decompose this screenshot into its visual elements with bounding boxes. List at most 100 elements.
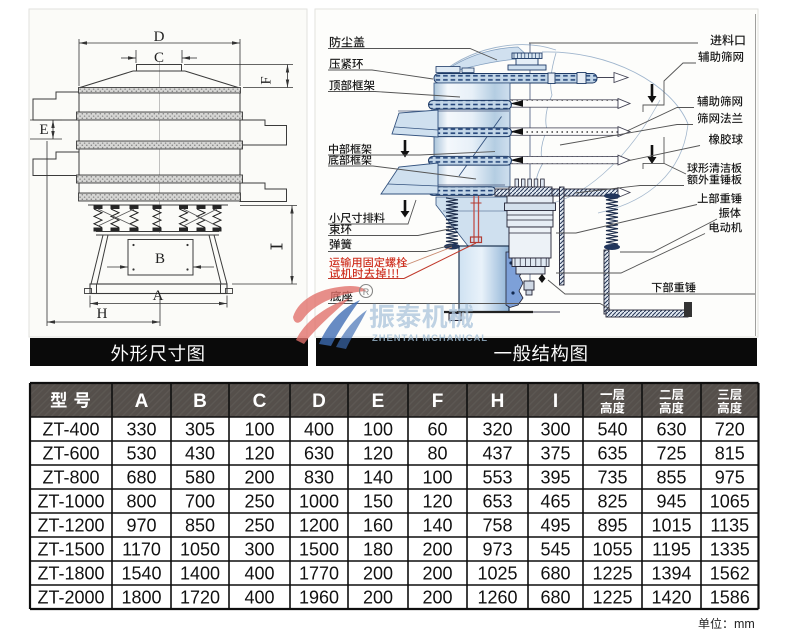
svg-text:973: 973 <box>482 539 512 559</box>
svg-text:1000: 1000 <box>299 491 339 511</box>
svg-text:300: 300 <box>244 539 274 559</box>
svg-text:680: 680 <box>126 467 156 487</box>
svg-text:400: 400 <box>244 587 274 607</box>
svg-text:200: 200 <box>363 587 393 607</box>
svg-text:945: 945 <box>656 491 686 511</box>
svg-text:D: D <box>312 391 326 412</box>
svg-text:680: 680 <box>540 587 570 607</box>
svg-text:400: 400 <box>304 419 334 439</box>
svg-text:mm: mm <box>734 617 755 631</box>
svg-text:1200: 1200 <box>299 515 339 535</box>
svg-text:250: 250 <box>244 515 274 535</box>
svg-text:D: D <box>154 29 165 45</box>
svg-text:140: 140 <box>422 515 452 535</box>
svg-text:A: A <box>135 391 149 412</box>
svg-text:ZT-1200: ZT-1200 <box>37 515 104 535</box>
svg-text:60: 60 <box>427 419 447 439</box>
svg-text:100: 100 <box>422 467 452 487</box>
svg-text:I: I <box>553 391 558 412</box>
svg-text:1260: 1260 <box>477 587 517 607</box>
svg-text:437: 437 <box>482 443 512 463</box>
svg-text:B: B <box>193 391 207 412</box>
svg-text:735: 735 <box>597 467 627 487</box>
svg-text:630: 630 <box>304 443 334 463</box>
svg-text:1586: 1586 <box>710 587 750 607</box>
svg-text:825: 825 <box>597 491 627 511</box>
svg-text:250: 250 <box>244 491 274 511</box>
svg-text:1540: 1540 <box>121 563 161 583</box>
svg-text:ZT-1800: ZT-1800 <box>37 563 104 583</box>
svg-text:300: 300 <box>540 419 570 439</box>
svg-text:725: 725 <box>656 443 686 463</box>
svg-text:320: 320 <box>482 419 512 439</box>
svg-text:H: H <box>97 306 108 322</box>
svg-text:395: 395 <box>540 467 570 487</box>
svg-text:1770: 1770 <box>299 563 339 583</box>
svg-text:200: 200 <box>422 563 452 583</box>
svg-text:ZT-600: ZT-600 <box>42 443 99 463</box>
svg-text:465: 465 <box>540 491 570 511</box>
svg-text:ZT-1500: ZT-1500 <box>37 539 104 559</box>
svg-text:530: 530 <box>126 443 156 463</box>
svg-text:1720: 1720 <box>180 587 220 607</box>
svg-text:330: 330 <box>126 419 156 439</box>
svg-text:580: 580 <box>185 467 215 487</box>
svg-text:F: F <box>432 391 444 412</box>
svg-text:495: 495 <box>540 515 570 535</box>
svg-text:B: B <box>155 251 165 267</box>
svg-text:630: 630 <box>656 419 686 439</box>
svg-text:200: 200 <box>422 587 452 607</box>
svg-text:E: E <box>39 122 48 138</box>
svg-text:H: H <box>491 391 505 412</box>
svg-text:680: 680 <box>540 563 570 583</box>
svg-text:540: 540 <box>597 419 627 439</box>
svg-text:1394: 1394 <box>651 563 691 583</box>
svg-text:100: 100 <box>363 419 393 439</box>
svg-text:E: E <box>372 391 385 412</box>
svg-text:ZT-800: ZT-800 <box>42 467 99 487</box>
svg-text:700: 700 <box>185 491 215 511</box>
svg-text:1015: 1015 <box>651 515 691 535</box>
svg-text:160: 160 <box>363 515 393 535</box>
svg-text:200: 200 <box>244 467 274 487</box>
svg-text:200: 200 <box>422 539 452 559</box>
svg-text:F: F <box>259 76 275 84</box>
svg-text:1500: 1500 <box>299 539 339 559</box>
svg-text:1135: 1135 <box>710 515 749 535</box>
svg-text:1800: 1800 <box>121 587 161 607</box>
svg-text:855: 855 <box>656 467 686 487</box>
svg-text:80: 80 <box>427 443 447 463</box>
svg-text:800: 800 <box>126 491 156 511</box>
svg-text:430: 430 <box>185 443 215 463</box>
svg-text:1225: 1225 <box>592 563 632 583</box>
svg-text:A: A <box>153 288 164 304</box>
svg-text:720: 720 <box>715 419 745 439</box>
svg-text:1400: 1400 <box>180 563 220 583</box>
svg-text:1055: 1055 <box>592 539 632 559</box>
svg-text:1170: 1170 <box>122 539 161 559</box>
svg-text:635: 635 <box>597 443 627 463</box>
svg-text:653: 653 <box>482 491 512 511</box>
svg-text:120: 120 <box>244 443 274 463</box>
svg-text:400: 400 <box>244 563 274 583</box>
svg-text:758: 758 <box>482 515 512 535</box>
svg-text:815: 815 <box>715 443 745 463</box>
svg-text:1420: 1420 <box>651 587 691 607</box>
svg-text:ZT-2000: ZT-2000 <box>37 587 104 607</box>
svg-text:970: 970 <box>126 515 156 535</box>
svg-text:C: C <box>154 50 164 66</box>
svg-text:1225: 1225 <box>592 587 632 607</box>
svg-text:895: 895 <box>597 515 627 535</box>
svg-text:180: 180 <box>363 539 393 559</box>
svg-text:120: 120 <box>422 491 452 511</box>
svg-text:1050: 1050 <box>180 539 220 559</box>
svg-text:305: 305 <box>185 419 215 439</box>
svg-text:830: 830 <box>304 467 334 487</box>
svg-text:375: 375 <box>540 443 570 463</box>
svg-text:1065: 1065 <box>710 491 750 511</box>
svg-text:545: 545 <box>540 539 570 559</box>
svg-text:R: R <box>363 287 370 297</box>
svg-text:C: C <box>253 391 267 412</box>
svg-text:1025: 1025 <box>477 563 517 583</box>
svg-text:1335: 1335 <box>710 539 750 559</box>
